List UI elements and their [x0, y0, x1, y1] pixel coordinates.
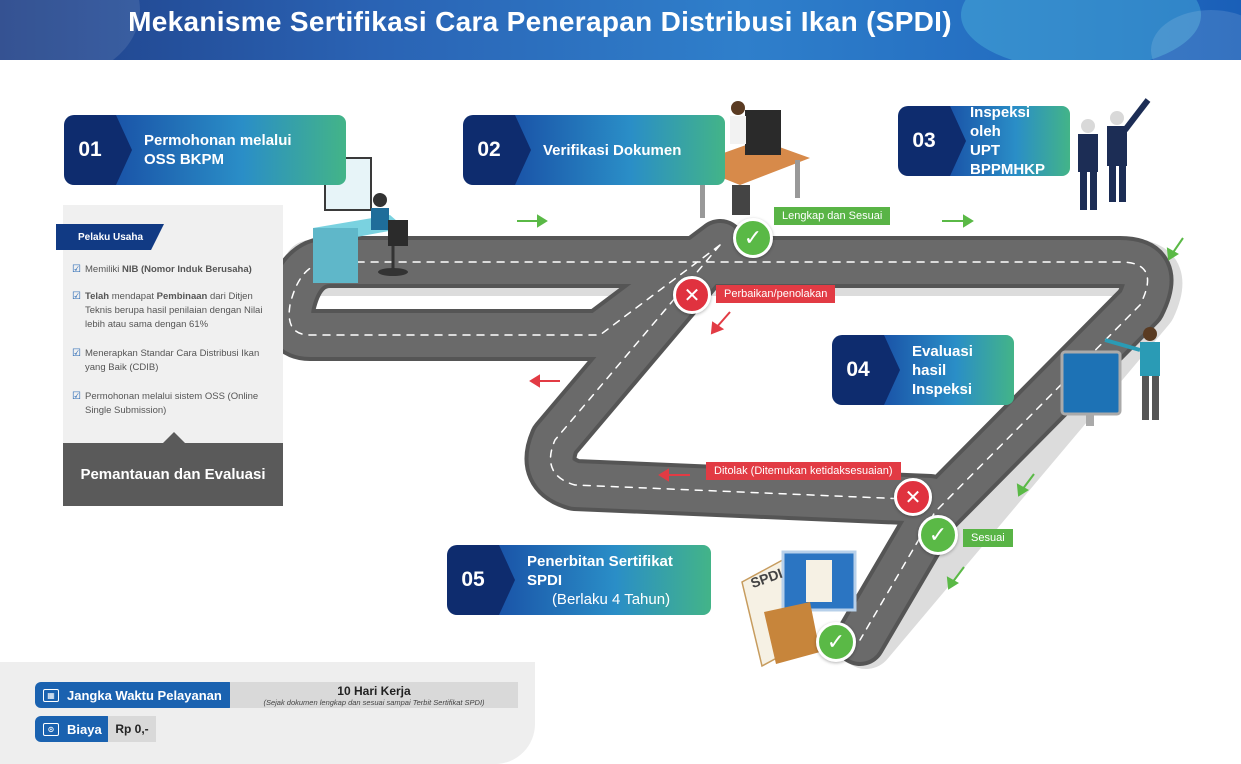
header-banner: Mekanisme Sertifikasi Cara Penerapan Dis… [0, 0, 1241, 60]
cost-label: ⊙ Biaya [35, 716, 113, 742]
requirement-item: ☑ Menerapkan Standar Cara Distribusi Ika… [72, 348, 260, 373]
step-01: 01 Permohonan melalui OSS BKPM [64, 115, 346, 185]
inspectors-illustration [1078, 98, 1151, 210]
check-icon: ✓ [816, 622, 856, 662]
requirement-item: ☑ Memiliki NIB (Nomor Induk Berusaha) [72, 264, 252, 275]
checkbox-icon: ☑ [72, 391, 81, 402]
service-time-value-box: 10 Hari Kerja (Sejak dokumen lengkap dan… [230, 682, 518, 708]
step-number: 05 [447, 545, 515, 615]
service-time-value: 10 Hari Kerja [337, 684, 411, 698]
step-02: 02 Verifikasi Dokumen [463, 115, 725, 185]
step-label: Inspeksi oleh UPT BPPMHKP [950, 104, 1070, 178]
step-number: 01 [64, 115, 132, 185]
step-label: Penerbitan Sertifikat SPDI (Berlaku 4 Ta… [499, 545, 711, 615]
check-icon: ✓ [733, 218, 773, 258]
step-label: Verifikasi Dokumen [515, 115, 725, 185]
applicant-illustration [313, 157, 408, 283]
monitoring-evaluation-box: Pemantauan dan Evaluasi [63, 443, 283, 506]
checkbox-icon: ☑ [72, 264, 81, 275]
service-info-panel [0, 662, 535, 764]
step-03: 03 Inspeksi oleh UPT BPPMHKP [898, 104, 1070, 178]
status-label-approved: Sesuai [963, 529, 1013, 547]
step-label: Evaluasi hasil Inspeksi [884, 335, 1014, 405]
cross-icon: ✕ [894, 478, 932, 516]
checkbox-icon: ☑ [72, 291, 81, 302]
step-05: 05 Penerbitan Sertifikat SPDI (Berlaku 4… [447, 545, 711, 615]
step-number: 04 [832, 335, 900, 405]
requirement-item: ☑ Telah mendapat Pembinaan dari Ditjen T… [72, 291, 263, 330]
requirements-tag: Pelaku Usaha [56, 224, 164, 250]
certificate-illustration [741, 550, 857, 668]
calendar-icon: ▦ [43, 688, 59, 702]
step-number: 02 [463, 115, 531, 185]
page-title: Mekanisme Sertifikasi Cara Penerapan Dis… [128, 6, 952, 37]
step-number: 03 [898, 106, 966, 176]
status-label-rejected: Ditolak (Ditemukan ketidaksesuaian) [706, 462, 901, 480]
service-time-label: ▦ Jangka Waktu Pelayanan [35, 682, 235, 708]
requirement-item: ☑ Permohonan melalui sistem OSS (Online … [72, 391, 259, 416]
cost-value: Rp 0,- [108, 716, 156, 742]
checkbox-icon: ☑ [72, 348, 81, 359]
step-04: 04 Evaluasi hasil Inspeksi [832, 335, 1014, 405]
panel-notch [163, 432, 185, 443]
presenter-illustration [1060, 327, 1160, 426]
status-label-complete: Lengkap dan Sesuai [774, 207, 891, 225]
cross-icon: ✕ [673, 276, 711, 314]
money-icon: ⊙ [43, 722, 59, 736]
check-icon: ✓ [918, 515, 958, 555]
step-label: Permohonan melalui OSS BKPM [116, 115, 346, 185]
status-label-revision: Perbaikan/penolakan [716, 285, 836, 303]
service-time-note: (Sejak dokumen lengkap dan sesuai sampai… [263, 698, 485, 707]
